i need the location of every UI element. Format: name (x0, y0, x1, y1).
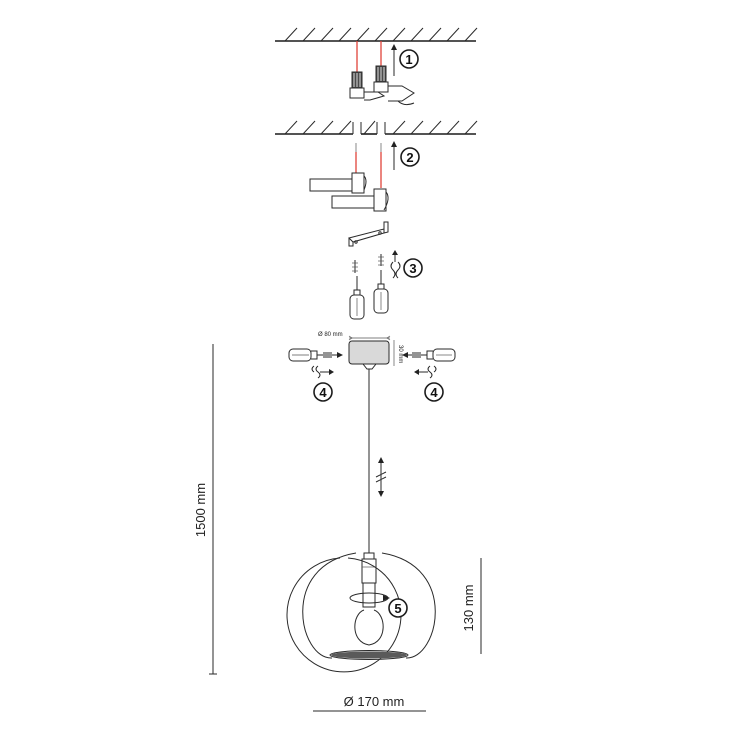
rotate-icon-5 (349, 592, 390, 604)
step-badge-2: 2 (400, 147, 420, 167)
rotate-icon-3 (390, 250, 401, 279)
step-2-dowels: 2 (309, 141, 420, 212)
arrow-up-2 (391, 141, 397, 170)
hammer-left (309, 172, 367, 194)
step-number-5: 5 (394, 601, 401, 616)
shade-diameter-label: Ø 170 mm (344, 694, 405, 709)
step-badge-4-left: 4 (313, 382, 333, 402)
step-badge-4-right: 4 (424, 382, 444, 402)
screwdriver-right-4 (402, 348, 456, 362)
step-badge-1: 1 (399, 49, 419, 69)
screwdriver-right (373, 270, 389, 314)
step-badge-3: 3 (403, 258, 423, 278)
screwdriver-left (349, 276, 365, 320)
step-number-1: 1 (405, 52, 412, 67)
canopy-height-dim: 30 mm (393, 340, 403, 366)
rotate-icon-4-left (311, 365, 334, 379)
height-total-label: 1500 mm (193, 483, 208, 537)
canopy-height-label: 30 mm (397, 345, 403, 363)
shade-height-label: 130 mm (461, 585, 476, 632)
rotate-icon-4-right (414, 365, 437, 379)
drill-left (349, 71, 386, 101)
ceiling-line-holes (275, 120, 478, 135)
hammer-right (331, 188, 389, 212)
canopy-diameter-label: Ø 80 mm (318, 332, 343, 338)
canopy-diameter-dim: Ø 80 mm (318, 332, 391, 341)
step-4-canopy: Ø 80 mm 30 mm (288, 332, 456, 402)
glass-shade: 5 (286, 552, 436, 673)
screw-right (378, 254, 384, 266)
ceiling-canopy (348, 340, 390, 370)
screw-left (352, 260, 358, 273)
cable-length-adjust (375, 457, 387, 497)
step-number-3: 3 (409, 261, 416, 276)
light-bulb (354, 582, 384, 646)
arrow-up-1 (391, 44, 397, 76)
shade-diameter-dim: Ø 170 mm (313, 694, 426, 712)
drill-right (373, 65, 415, 106)
step-number-2: 2 (406, 150, 413, 165)
step-1-drilling: 1 (275, 27, 478, 135)
mounting-bracket (348, 221, 389, 247)
step-badge-5: 5 (388, 598, 408, 618)
shade-height-dim: 130 mm (461, 558, 482, 654)
step-number-4-right: 4 (430, 385, 438, 400)
screwdriver-left-4 (288, 348, 343, 362)
step-3-bracket: 3 (348, 221, 423, 320)
ceiling-line-top (275, 27, 478, 42)
lamp-socket (361, 552, 377, 584)
suspension-cable (368, 369, 387, 553)
step-number-4-left: 4 (319, 385, 327, 400)
shade-outline (302, 552, 436, 660)
height-total-dim: 1500 mm (193, 344, 217, 675)
